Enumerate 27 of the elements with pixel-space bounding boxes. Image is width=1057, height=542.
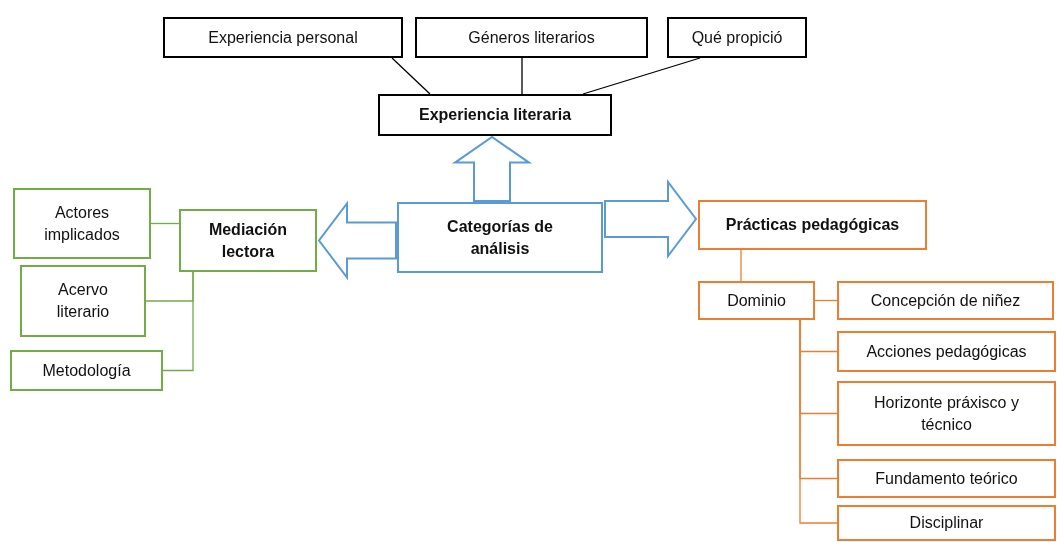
text-box: Disciplinar <box>837 505 1056 541</box>
text-box: Categorías de análisis <box>397 202 603 273</box>
text-box: Metodología <box>10 350 163 391</box>
block-arrow <box>317 200 397 281</box>
connector-line <box>162 271 194 372</box>
text-box: Acervo literario <box>20 265 146 337</box>
block-arrow <box>451 135 533 202</box>
text-box: Mediación lectora <box>179 209 317 272</box>
connector-line <box>740 249 742 282</box>
text-box: Qué propició <box>667 17 807 58</box>
connector-line <box>582 57 701 95</box>
connector-line <box>150 222 180 225</box>
connector-line <box>814 299 838 302</box>
block-arrow <box>604 179 698 259</box>
text-box: Prácticas pedagógicas <box>698 200 927 250</box>
text-box: Actores implicados <box>13 188 151 259</box>
text-box: Experiencia personal <box>163 17 403 58</box>
text-box: Horizonte práxisco y técnico <box>837 381 1056 446</box>
text-box: Dominio <box>698 281 815 320</box>
connector-line <box>391 57 431 95</box>
connector-line <box>799 319 838 524</box>
connector-line <box>521 57 523 95</box>
text-box: Concepción de niñez <box>837 281 1054 320</box>
text-box: Fundamento teórico <box>837 459 1056 498</box>
text-box: Experiencia literaria <box>378 94 612 136</box>
text-box: Géneros literarios <box>415 17 648 58</box>
text-box: Acciones pedagógicas <box>837 331 1056 372</box>
